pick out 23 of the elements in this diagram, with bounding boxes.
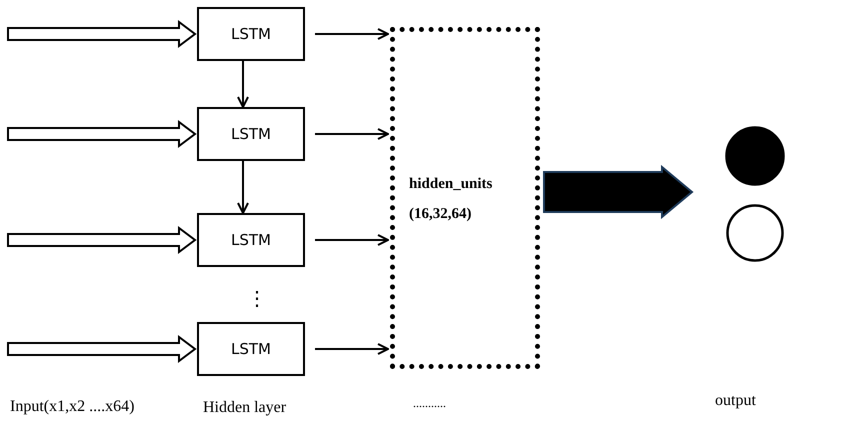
arrow	[315, 28, 389, 40]
arrow	[315, 343, 389, 355]
input-arrow	[7, 120, 197, 148]
axis-caption: Hidden layer	[203, 399, 286, 417]
arrow	[237, 161, 249, 214]
lstm-box: LSTM	[197, 213, 305, 267]
box-text: hidden_units	[409, 176, 492, 193]
input-arrow	[7, 226, 197, 254]
axis-caption: Input(x1,x2 ....x64)	[10, 398, 134, 416]
input-arrow	[7, 335, 197, 363]
arrow	[237, 61, 249, 108]
axis-caption: output	[715, 392, 756, 410]
arrow	[315, 234, 389, 246]
lstm-box: LSTM	[197, 107, 305, 161]
lstm-box: LSTM	[197, 322, 305, 376]
input-arrow	[7, 20, 197, 48]
box-text: (16,32,64)	[409, 206, 472, 223]
output-arrow	[543, 164, 694, 220]
dotted-group-box	[390, 27, 540, 369]
lstm-box: LSTM	[197, 7, 305, 61]
ellipsis: ...........	[413, 396, 446, 411]
arrow	[315, 128, 389, 140]
vertical-dots: ⋮	[247, 288, 267, 310]
